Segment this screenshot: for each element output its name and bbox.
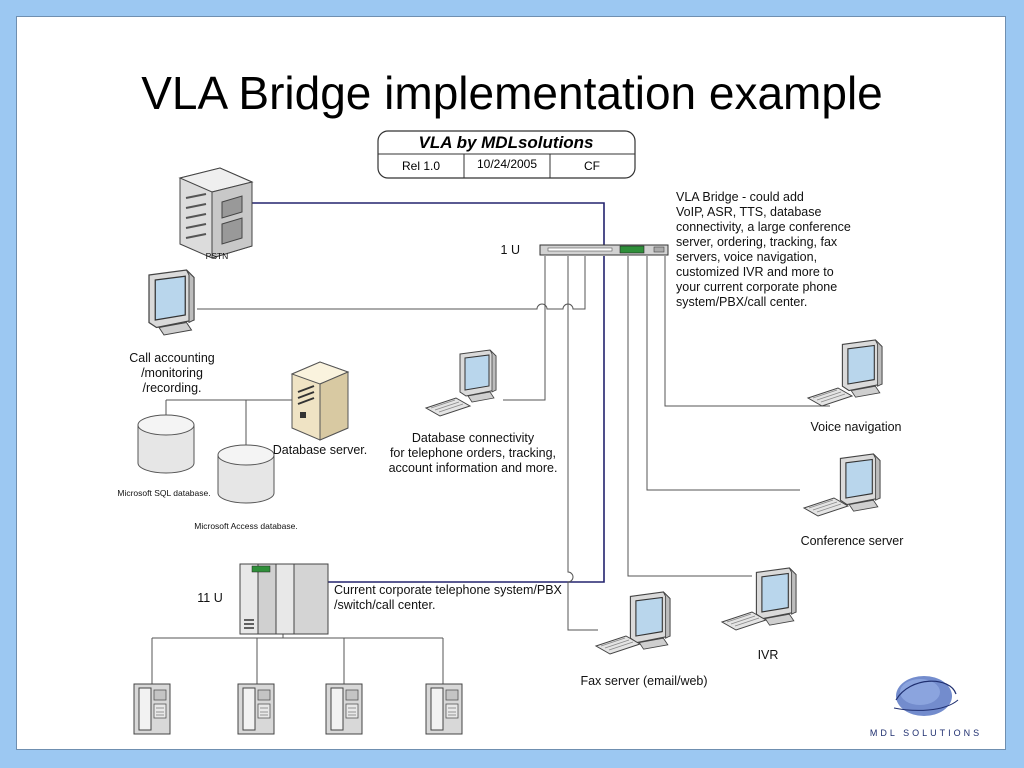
bridge-note: VLA Bridge - could add VoIP, ASR, TTS, d…: [676, 190, 851, 309]
telephone-icon: [237, 683, 275, 735]
bridge-note-line: connectivity, a large conference: [676, 220, 851, 234]
slide-title: VLA Bridge implementation example: [141, 67, 883, 119]
access-database-icon: [217, 444, 275, 504]
db-connectivity-keyboard-icon: [425, 397, 471, 417]
conference-server-label: Conference server: [801, 534, 904, 548]
db-connectivity-label: for telephone orders, tracking,: [390, 446, 556, 460]
telephone-icon: [325, 683, 363, 735]
pbx-label: /switch/call center.: [334, 598, 435, 612]
access-database-label: Microsoft Access database.: [194, 521, 297, 531]
header-table-author: CF: [584, 159, 600, 173]
voice-navigation-monitor-icon: [841, 339, 883, 398]
sql-database-icon: [137, 414, 195, 474]
call-accounting-label: /recording.: [142, 381, 201, 395]
bridge-note-line: system/PBX/call center.: [676, 295, 807, 309]
telephone-icon: [425, 683, 463, 735]
header-table: VLA by MDLsolutions Rel 1.0 10/24/2005 C…: [377, 130, 636, 179]
db-connectivity-label: account information and more.: [389, 461, 558, 475]
vla-bridge-icon: [539, 244, 669, 256]
header-table-release: Rel 1.0: [402, 159, 440, 173]
bridge-note-line: server, ordering, tracking, fax: [676, 235, 838, 249]
call-accounting-label: /monitoring: [141, 366, 203, 380]
bridge-note-line: your current corporate phone: [676, 280, 837, 294]
call-accounting-monitor-icon: [148, 269, 195, 336]
fax-server-label: Fax server (email/web): [580, 674, 707, 688]
bridge-units-label: 1 U: [501, 243, 520, 257]
bridge-note-line: servers, voice navigation,: [676, 250, 817, 264]
connection-lines: [151, 202, 830, 684]
db-connectivity-label: Database connectivity: [412, 431, 535, 445]
sql-database-label: Microsoft SQL database.: [117, 488, 210, 498]
ivr-label: IVR: [758, 648, 779, 662]
bridge-note-line: VLA Bridge - could add: [676, 190, 804, 204]
pbx-units-label: 11 U: [197, 591, 222, 605]
mdl-logo: MDL SOLUTIONS: [870, 676, 982, 738]
fax-server-monitor-icon: [629, 591, 671, 650]
pbx-cabinet-icon: [239, 563, 329, 635]
pstn-label: PSTN: [206, 251, 229, 261]
bridge-note-line: customized IVR and more to: [676, 265, 834, 279]
ivr-monitor-icon: [755, 567, 797, 626]
bridge-note-line: VoIP, ASR, TTS, database: [676, 205, 822, 219]
conference-server-monitor-icon: [839, 453, 881, 512]
voice-navigation-label: Voice navigation: [810, 420, 901, 434]
db-connectivity-monitor-icon: [459, 349, 497, 403]
telephone-icon: [133, 683, 171, 735]
mdl-logo-text: MDL SOLUTIONS: [870, 728, 982, 738]
header-table-title: VLA by MDLsolutions: [418, 133, 593, 152]
header-table-date: 10/24/2005: [477, 157, 537, 171]
pstn-server-icon: [178, 167, 254, 259]
database-server-label: Database server.: [273, 443, 368, 457]
call-accounting-label: Call accounting: [129, 351, 215, 365]
database-server-icon: [290, 361, 350, 441]
pbx-label: Current corporate telephone system/PBX: [334, 583, 563, 597]
voice-navigation-keyboard-icon: [807, 387, 853, 407]
